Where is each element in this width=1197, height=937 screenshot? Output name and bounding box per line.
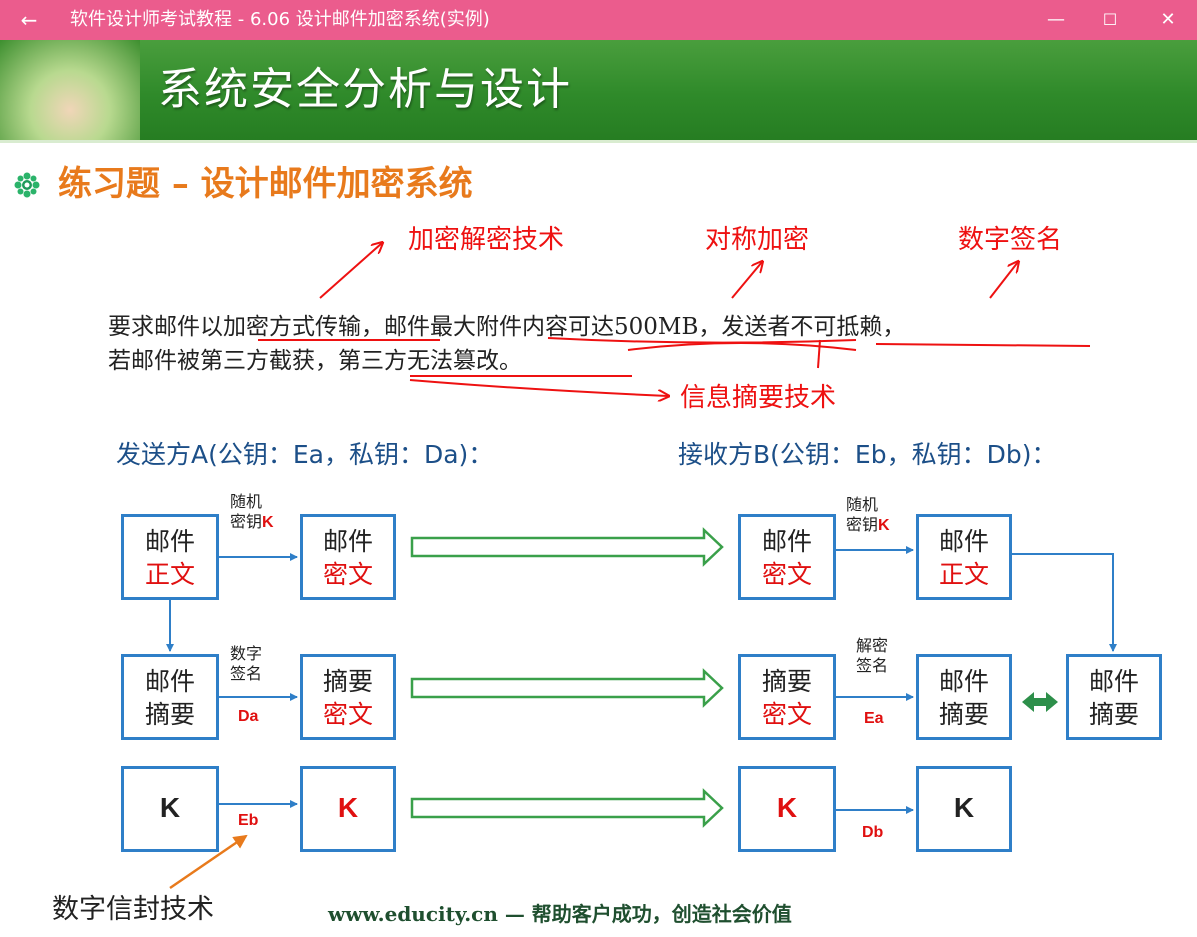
box-line-1: 邮件 — [938, 667, 989, 696]
label-key-ea: Ea — [864, 710, 884, 727]
sender-mail-cipher-box: 邮件 密文 — [300, 514, 396, 600]
label-line: 签名 — [856, 656, 889, 675]
label-text: 密钥 — [230, 512, 263, 531]
transfer-arrow-cipher — [410, 527, 724, 567]
window-title: 软件设计师考试教程 - 6.06 设计邮件加密系统(实例) — [70, 9, 490, 30]
back-arrow-icon[interactable]: ← — [20, 8, 38, 32]
key-label: K — [159, 792, 181, 823]
annotation-arrow-digest — [409, 379, 668, 396]
transfer-arrow-key — [410, 788, 724, 828]
window-titlebar: ← 软件设计师考试教程 - 6.06 设计邮件加密系统(实例) — ☐ ✕ — [0, 0, 1197, 40]
box-line-1: 邮件 — [322, 527, 373, 556]
slide-banner: 系统安全分析与设计 — [0, 40, 1197, 140]
flower-bullet-icon — [14, 172, 40, 198]
annotation-tick — [817, 339, 821, 369]
box-line-2: 密文 — [322, 560, 373, 589]
sender-mail-body-box: 邮件 正文 — [121, 514, 219, 600]
box-line-1: 邮件 — [144, 667, 195, 696]
label-line: 解密 — [856, 636, 889, 655]
box-line-2: 正文 — [144, 560, 195, 589]
key-label: K — [953, 792, 975, 823]
box-line-2: 正文 — [938, 560, 989, 589]
label-line: 签名 — [230, 664, 263, 683]
seedling-photo — [0, 40, 140, 140]
box-line-1: 摘要 — [761, 667, 812, 696]
box-line-2: 密文 — [761, 700, 812, 729]
sender-label: 发送方A(公钥：Ea，私钥：Da)： — [116, 440, 494, 469]
underline-size — [547, 337, 857, 344]
label-key-db: Db — [862, 824, 884, 841]
slide-canvas: 系统安全分析与设计 练习题 – 设计邮件加密系统 加密解密技术 对称加密 数字签… — [0, 40, 1197, 937]
receiver-mail-cipher-box: 邮件 密文 — [738, 514, 836, 600]
annotation-symmetric: 对称加密 — [705, 225, 810, 255]
requirement-line-1: 要求邮件以加密方式传输，邮件最大附件内容可达500MB，发送者不可抵赖， — [108, 314, 906, 340]
box-line-2: 密文 — [322, 700, 373, 729]
label-key-da: Da — [238, 708, 259, 725]
sender-encrypted-key-box: K — [300, 766, 396, 852]
minimize-icon[interactable]: — — [1047, 9, 1065, 30]
key-label: K — [776, 792, 798, 823]
label-line: 密钥K — [846, 515, 890, 536]
receiver-key-box: K — [916, 766, 1012, 852]
slide-footer: www.educity.cn — 帮助客户成功，创造社会价值 — [328, 902, 792, 926]
close-icon[interactable]: ✕ — [1160, 9, 1176, 30]
sender-key-box: K — [121, 766, 219, 852]
underline-size-2 — [627, 342, 857, 351]
annotation-envelope-tech: 数字信封技术 — [52, 894, 214, 925]
label-line: 随机 — [230, 492, 263, 511]
banner-title: 系统安全分析与设计 — [158, 64, 572, 115]
receiver-digest-cipher-box: 摘要 密文 — [738, 654, 836, 740]
transfer-arrow-signature — [410, 668, 724, 708]
box-line-2: 摘要 — [144, 700, 195, 729]
key-label: K — [337, 792, 359, 823]
annotation-arrow-symmetric — [731, 262, 762, 299]
arrow-compute-digest — [1012, 553, 1117, 652]
label-text: 密钥 — [846, 515, 879, 534]
box-line-1: 邮件 — [144, 527, 195, 556]
receiver-mail-body-box: 邮件 正文 — [916, 514, 1012, 600]
annotation-arrow-encrypt — [319, 243, 382, 299]
label-line: 随机 — [846, 495, 879, 514]
box-line-1: 邮件 — [1088, 667, 1139, 696]
sender-mail-digest-box: 邮件 摘要 — [121, 654, 219, 740]
label-sign-a: 数字 签名 — [230, 644, 262, 684]
maximize-icon[interactable]: ☐ — [1102, 10, 1118, 29]
label-key: K — [262, 514, 274, 531]
compare-arrow-icon — [1022, 692, 1058, 712]
box-line-1: 摘要 — [322, 667, 373, 696]
label-random-key-a: 随机 密钥K — [230, 492, 274, 533]
box-line-1: 邮件 — [938, 527, 989, 556]
receiver-encrypted-key-box: K — [738, 766, 836, 852]
annotation-arrow-signature — [989, 262, 1018, 299]
label-line: 密钥K — [230, 512, 274, 533]
banner-divider — [0, 140, 1197, 143]
receiver-computed-digest-box: 邮件 摘要 — [1066, 654, 1162, 740]
label-key: K — [878, 517, 890, 534]
label-line: 数字 — [230, 644, 263, 663]
receiver-label: 接收方B(公钥：Eb，私钥：Db)： — [678, 440, 1057, 469]
diagram-arrows — [166, 40, 1117, 890]
label-design-b: 解密 签名 — [856, 636, 888, 676]
annotation-encrypt-tech: 加密解密技术 — [408, 225, 565, 255]
annotation-digest-tech: 信息摘要技术 — [680, 383, 837, 413]
receiver-decrypted-digest-box: 邮件 摘要 — [916, 654, 1012, 740]
sender-digest-cipher-box: 摘要 密文 — [300, 654, 396, 740]
box-line-2: 密文 — [761, 560, 812, 589]
requirement-line-2: 若邮件被第三方截获，第三方无法篡改。 — [108, 348, 522, 374]
label-random-key-b: 随机 密钥K — [846, 495, 890, 536]
box-line-2: 摘要 — [1088, 700, 1139, 729]
annotation-signature: 数字签名 — [958, 225, 1063, 255]
box-line-2: 摘要 — [938, 700, 989, 729]
slide-heading: 练习题 – 设计邮件加密系统 — [58, 164, 473, 204]
label-key-eb: Eb — [238, 812, 259, 829]
annotation-arrow-envelope — [169, 834, 248, 890]
box-line-1: 邮件 — [761, 527, 812, 556]
underline-nonrepudiation — [875, 343, 1091, 347]
